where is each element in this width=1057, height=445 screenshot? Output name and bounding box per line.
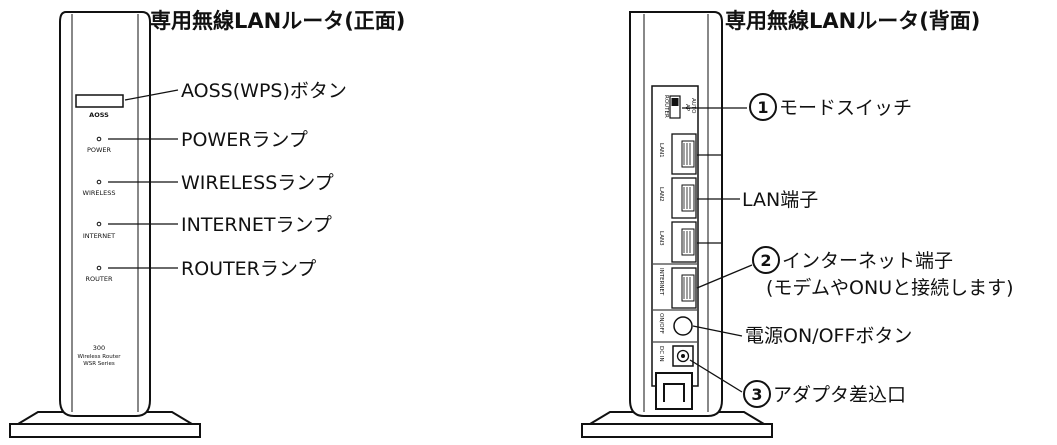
power-lamp-label: POWERランプ bbox=[181, 129, 308, 151]
lan2-port[interactable] bbox=[671, 177, 697, 219]
lan-label: LAN端子 bbox=[742, 189, 818, 211]
power-button[interactable] bbox=[673, 316, 693, 336]
adapter-port-label: アダプタ差込口 bbox=[773, 384, 906, 406]
onoff-text: ON/OFF bbox=[658, 313, 664, 334]
internet-num: 2 bbox=[760, 251, 771, 270]
callout-number-2 bbox=[752, 246, 780, 274]
adapter-callout-line bbox=[689, 359, 743, 393]
front-body bbox=[59, 11, 151, 417]
internet-callout-line bbox=[696, 264, 753, 289]
internet-port-label: インターネット端子 bbox=[782, 250, 953, 272]
lan2-text: LAN2 bbox=[658, 187, 664, 202]
back-view: 専用無線LANルータ(背面) ROUTER AP AUTO LAN1 bbox=[581, 9, 1014, 438]
back-title: 専用無線LANルータ(背面) bbox=[725, 9, 980, 33]
power-text: POWER bbox=[87, 146, 112, 154]
callout-number-3 bbox=[743, 380, 771, 408]
lan3-text: LAN3 bbox=[658, 231, 664, 246]
internet-lamp-label: INTERNETランプ bbox=[181, 214, 332, 236]
internet-port-note: (モデムやONUと接続します) bbox=[766, 277, 1014, 299]
mode-switch[interactable] bbox=[669, 95, 681, 119]
aoss-label: AOSS(WPS)ボタン bbox=[181, 80, 347, 102]
switch-auto-text: AUTO bbox=[690, 98, 696, 114]
mode-num: 1 bbox=[757, 98, 768, 117]
aoss-button[interactable] bbox=[75, 94, 124, 108]
model-line2: WSR Series bbox=[83, 361, 115, 367]
power-button-label: 電源ON/OFFボタン bbox=[745, 325, 912, 347]
lan3-port[interactable] bbox=[671, 221, 697, 263]
model-line1: Wireless Router bbox=[78, 354, 122, 360]
router-led bbox=[96, 265, 102, 271]
router-text: ROUTER bbox=[86, 275, 113, 283]
back-stand bbox=[581, 411, 773, 438]
internet-text: INTERNET bbox=[83, 232, 115, 240]
router-lamp-label: ROUTERランプ bbox=[181, 258, 316, 280]
internet-port-text: INTERNET bbox=[658, 268, 664, 296]
front-view: 専用無線LANルータ(正面) AOSS POWER WIRELESS INTER… bbox=[9, 9, 405, 438]
wireless-text: WIRELESS bbox=[83, 189, 116, 197]
front-title: 専用無線LANルータ(正面) bbox=[150, 9, 405, 33]
callout-number-1 bbox=[749, 93, 777, 121]
dcin-text: DC IN bbox=[658, 346, 664, 362]
lan1-port[interactable] bbox=[671, 133, 697, 175]
aoss-callout-line bbox=[124, 89, 179, 101]
mode-switch-label: モードスイッチ bbox=[779, 97, 912, 119]
aoss-text: AOSS bbox=[89, 111, 109, 119]
cable-clip bbox=[655, 372, 693, 410]
switch-router-text: ROUTER bbox=[663, 95, 669, 118]
dc-in-jack[interactable] bbox=[672, 345, 694, 367]
lan1-text: LAN1 bbox=[658, 143, 664, 158]
lan-bracket bbox=[697, 154, 740, 244]
power-led bbox=[96, 136, 102, 142]
model-number: 300 bbox=[93, 344, 105, 352]
wireless-lamp-label: WIRELESSランプ bbox=[181, 172, 334, 194]
internet-port[interactable] bbox=[671, 267, 697, 309]
front-stand bbox=[9, 411, 201, 438]
power-button-callout-line bbox=[692, 325, 743, 337]
internet-led bbox=[96, 221, 102, 227]
wireless-led bbox=[96, 179, 102, 185]
adapter-num: 3 bbox=[751, 385, 762, 404]
